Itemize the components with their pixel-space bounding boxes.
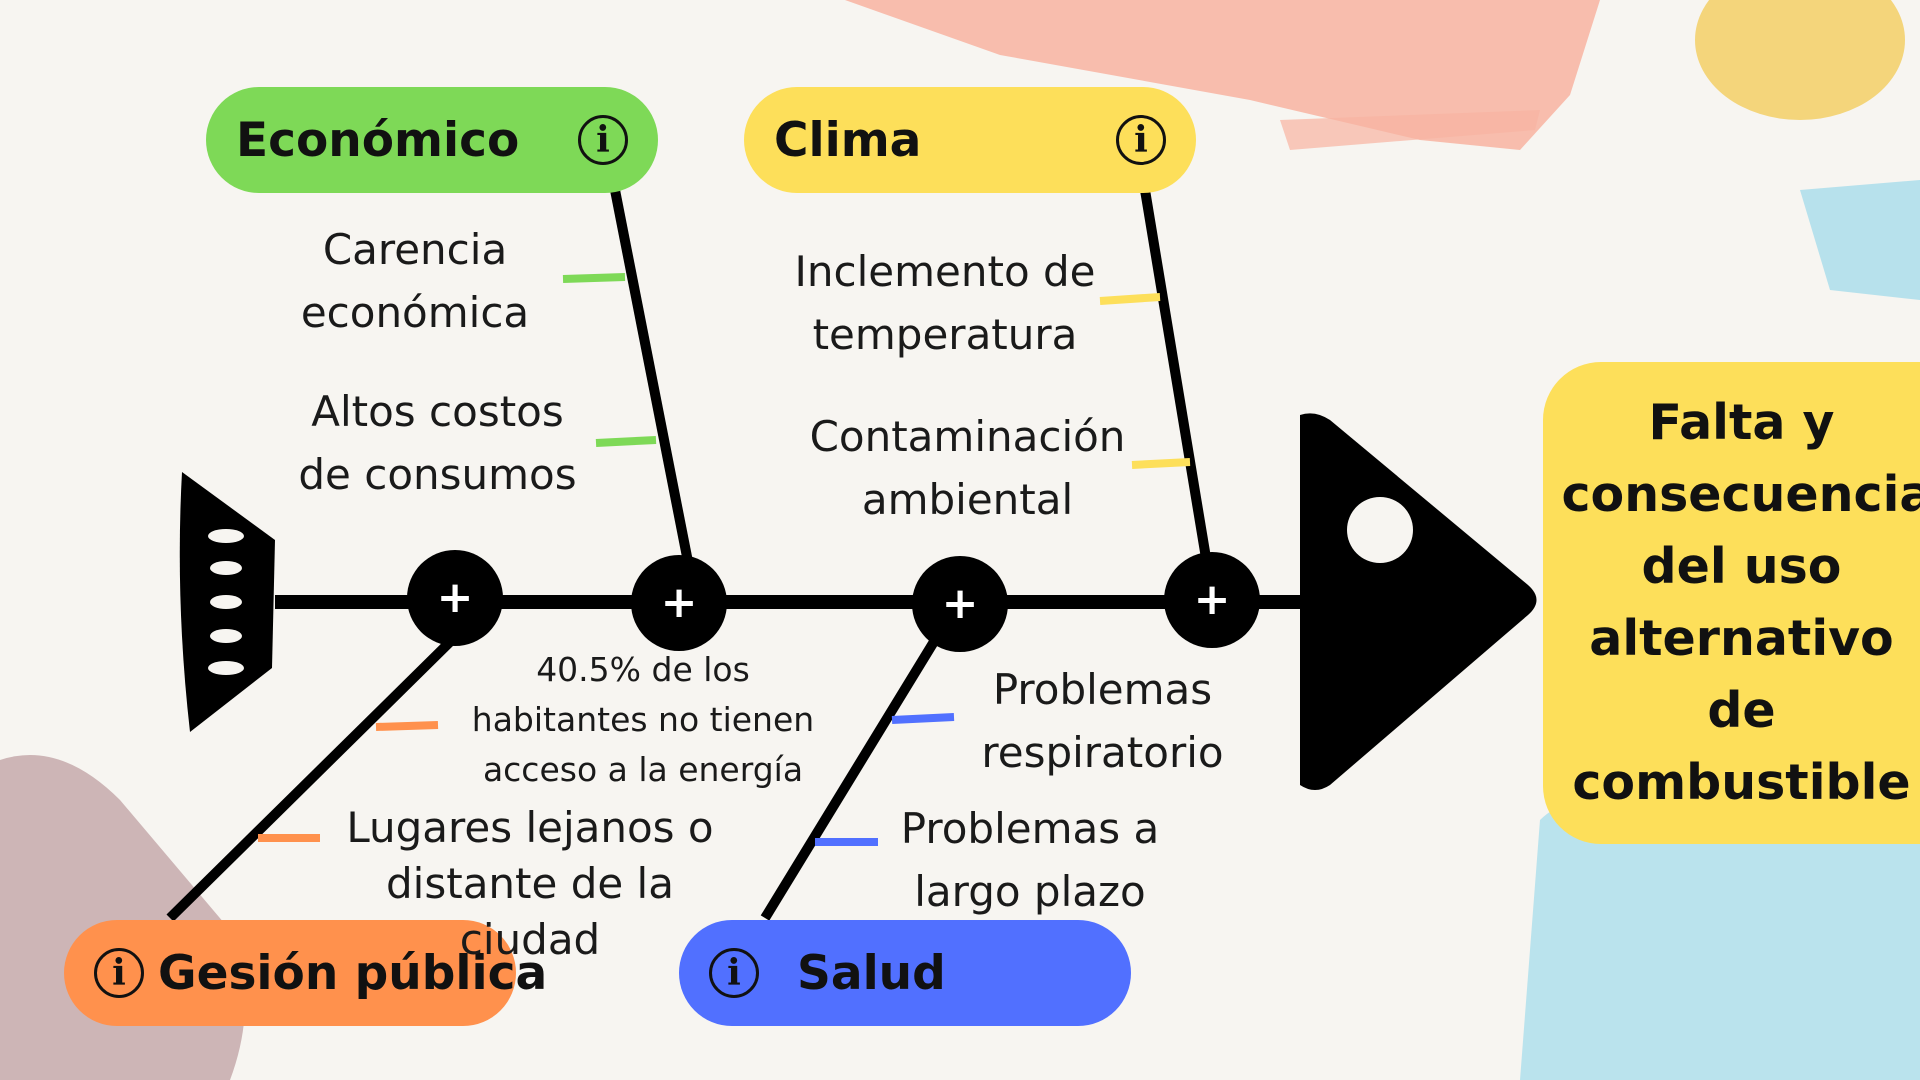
bone-clima [1140,189,1213,571]
cause-inclemento: Inclemento de temperatura [794,247,1096,359]
cause-problemas-largo-plazo: Problemas a largo plazo [900,804,1160,916]
category-economico[interactable]: Económico i [206,87,658,193]
category-label: Salud [797,945,946,1001]
fish-tail-icon [179,472,275,732]
cause-contaminacion: Contaminación ambiental [809,412,1126,524]
tick-altos-costos [595,436,657,447]
cause-problemas-respiratorio: Problemas respiratorio [981,665,1224,777]
category-label: Gesión pública [158,945,548,1001]
effect-title: Falta y consecuencia del uso alternativo… [1561,394,1920,811]
cause-lugares-lejanos: Lugares lejanos o distante de la ciudad [346,803,714,964]
plus-icon: + [437,572,474,623]
expand-node-clima[interactable]: + [1164,552,1260,648]
bone-gestion-publica [166,633,459,922]
tick-inclemento [1099,293,1161,305]
cause-altos-costos: Altos costos de consumos [298,387,577,499]
info-icon[interactable]: i [709,948,759,998]
plus-icon: + [1194,574,1231,625]
cause-habitantes-sin-energia: 40.5% de los habitantes no tienen acceso… [471,650,815,789]
category-salud[interactable]: i Salud [679,920,1131,1026]
info-icon[interactable]: i [94,948,144,998]
plus-icon: + [942,578,979,629]
expand-node-salud[interactable]: + [912,556,1008,652]
tick-respiratorio [891,713,955,724]
info-icon[interactable]: i [578,115,628,165]
bone-economico [610,189,695,573]
category-label: Económico [236,112,520,168]
info-icon[interactable]: i [1116,115,1166,165]
plus-icon: + [661,577,698,628]
expand-node-economico[interactable]: + [631,555,727,651]
category-label: Clima [774,112,922,168]
effect-box: Falta y consecuencia del uso alternativo… [1543,362,1920,844]
bone-salud [760,637,940,921]
tick-contaminacion [1131,458,1191,469]
tick-carencia [562,273,626,283]
category-gestion-publica[interactable]: i Gesión pública [64,920,547,1026]
category-clima[interactable]: Clima i [744,87,1196,193]
tick-habitantes [375,721,439,731]
expand-node-gestion-publica[interactable]: + [407,550,503,646]
cause-carencia-economica: Carencia económica [300,225,530,337]
fish-head-icon [1300,413,1537,790]
fish-eye-icon [1347,497,1413,563]
